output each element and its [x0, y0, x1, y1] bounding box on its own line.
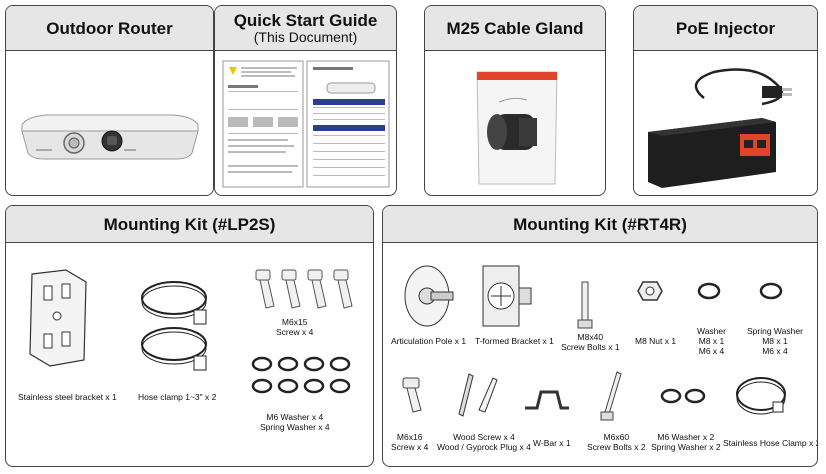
- m8-nut-image: [637, 281, 663, 301]
- rt4r-title: Mounting Kit (#RT4R): [513, 214, 687, 234]
- quick-start-guide-image: [222, 60, 390, 188]
- rt4r-item-articulation-pole-label: Articulation Pole x 1: [391, 336, 467, 346]
- quick-start-guide-title: Quick Start Guide: [233, 11, 378, 30]
- m8x40-bolt-image: [577, 281, 593, 329]
- poe-injector-image: [648, 68, 792, 188]
- cable-gland-box: M25 Cable Gland: [424, 5, 606, 196]
- lp2s-item-bracket-label: Stainless steel bracket x 1: [18, 392, 117, 402]
- mounting-kit-lp2s-box: Mounting Kit (#LP2S) Stainless steel bra…: [5, 205, 374, 467]
- outdoor-router-image: [21, 114, 199, 160]
- m6x60-bolt-image: [600, 371, 622, 421]
- articulation-pole-image: [404, 265, 454, 327]
- mounting-kit-rt4r-box: Mounting Kit (#RT4R) Articulation Pole x…: [382, 205, 818, 467]
- cable-gland-header: M25 Cable Gland: [425, 6, 605, 51]
- m6x16-screw-image: [402, 377, 422, 413]
- lp2s-header: Mounting Kit (#LP2S): [6, 206, 373, 243]
- outdoor-router-box: Outdoor Router: [5, 5, 214, 196]
- poe-injector-title: PoE Injector: [675, 18, 776, 38]
- w-bar-image: [525, 390, 569, 410]
- rt4r-item-w-bar-label: W-Bar x 1: [533, 438, 571, 448]
- rt4r-header: Mounting Kit (#RT4R): [383, 206, 817, 243]
- stainless-bracket-image: [29, 269, 87, 367]
- outdoor-router-title: Outdoor Router: [46, 18, 173, 38]
- rt4r-item-m8-nut-label: M8 Nut x 1: [635, 336, 677, 346]
- t-bracket-image: [482, 265, 532, 327]
- m6x15-screws-image: [255, 269, 353, 309]
- lp2s-item-hose-clamp-label: Hose clamp 1~3" x 2: [138, 392, 217, 402]
- hose-clamp-image: [141, 281, 207, 371]
- cable-gland-title: M25 Cable Gland: [446, 18, 584, 38]
- quick-start-guide-box: Quick Start Guide (This Document): [214, 5, 397, 196]
- washer-image: [697, 282, 721, 300]
- m6-washer-pair-image: [660, 388, 706, 404]
- spring-washer-image: [759, 282, 783, 300]
- wood-screw-plug-image: [458, 373, 498, 417]
- rt4r-item-hose-clamp-label: Stainless Hose Clamp x 2: [723, 438, 818, 448]
- quick-start-guide-subtitle: (This Document): [253, 29, 358, 45]
- outdoor-router-header: Outdoor Router: [6, 6, 213, 51]
- poe-injector-header: PoE Injector: [634, 6, 817, 51]
- cable-gland-image: [476, 71, 558, 185]
- quick-start-guide-header: Quick Start Guide (This Document): [215, 6, 396, 51]
- lp2s-title: Mounting Kit (#LP2S): [103, 214, 276, 234]
- rt4r-item-t-bracket-label: T-formed Bracket x 1: [475, 336, 554, 346]
- poe-injector-box: PoE Injector: [633, 5, 818, 196]
- stainless-hose-clamp-image: [736, 377, 786, 415]
- m6-washers-image: [251, 356, 351, 394]
